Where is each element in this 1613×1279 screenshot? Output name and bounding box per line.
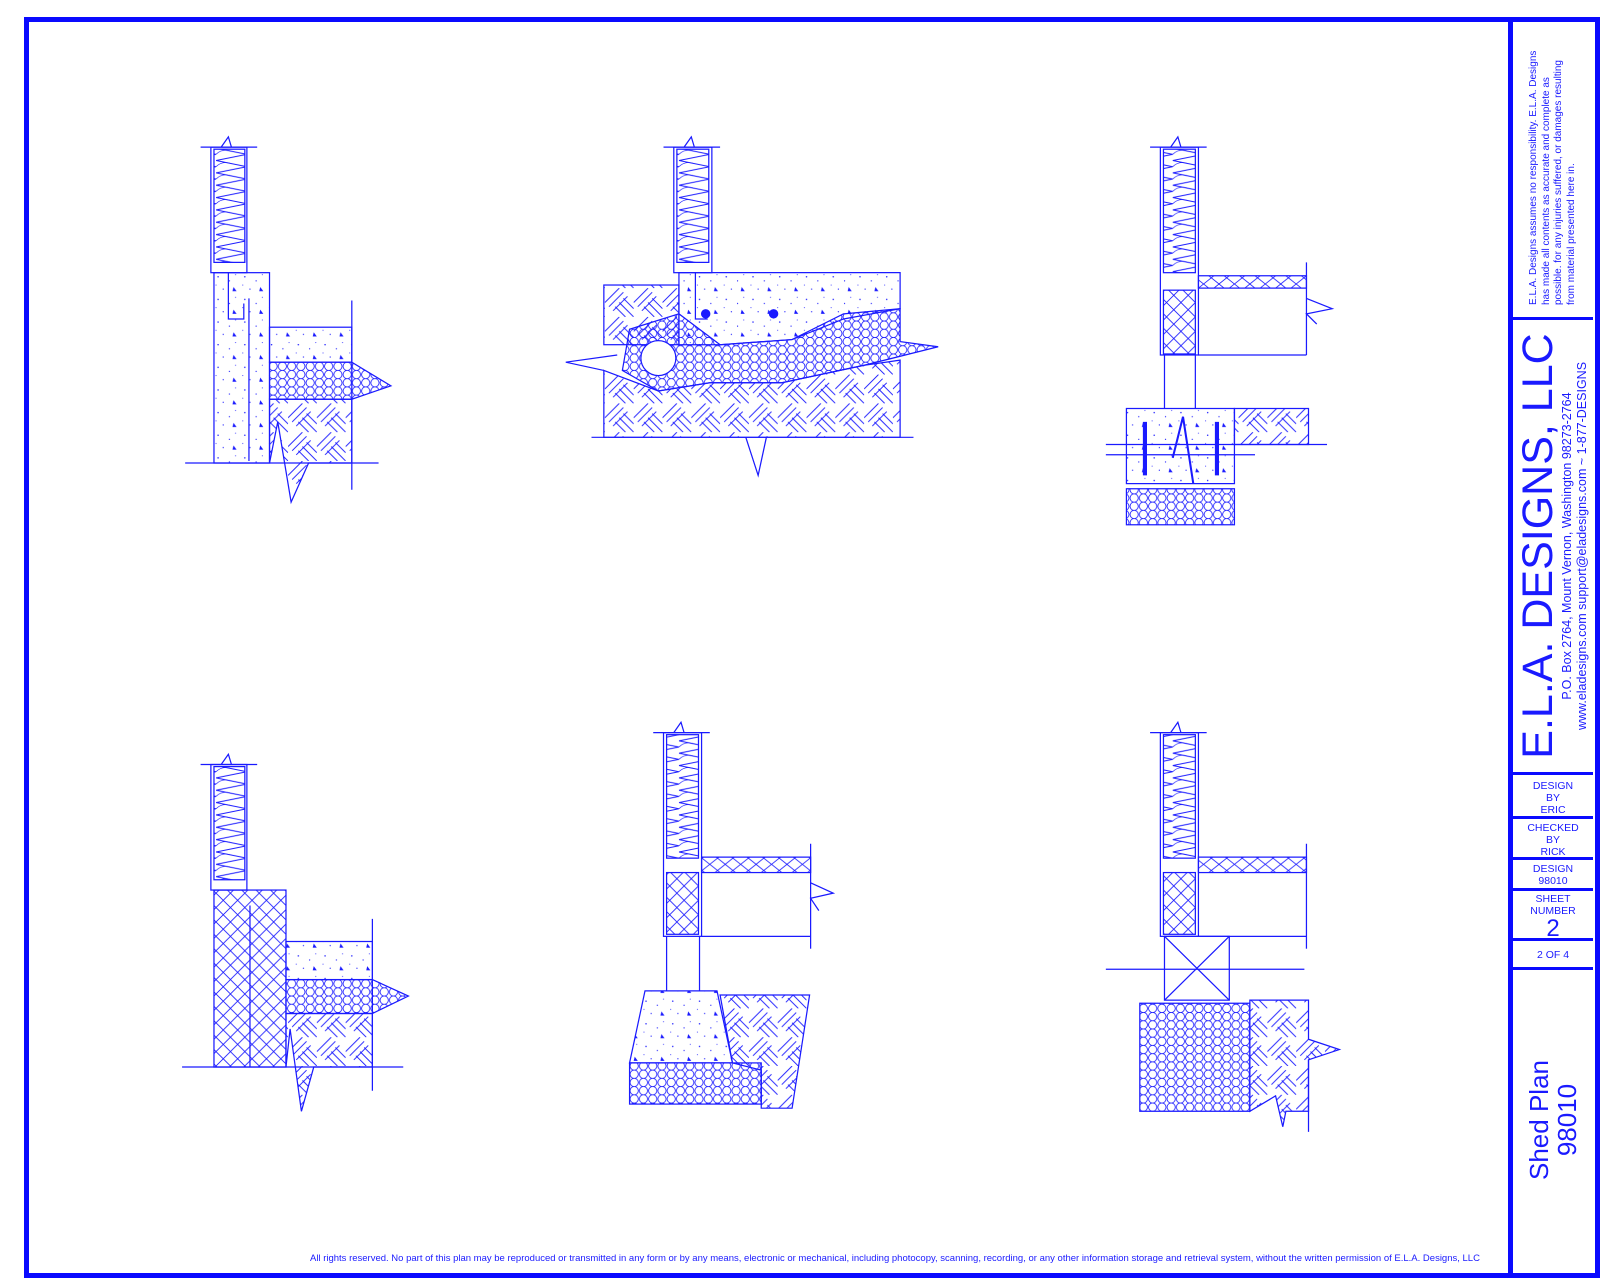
detail-post-footing [628,720,836,1109]
detail-beam-on-pier [1105,135,1335,526]
plan-number: 98010 [1552,1083,1582,1157]
checked-by-label: BY [1545,834,1560,846]
disclaimer-line: has made all contents as accurate and co… [1540,76,1552,305]
title-block-divider [1508,17,1513,1273]
detail-perimeter-drain [565,135,939,478]
design-by-label: DESIGN [1532,780,1574,792]
design-number-label: DESIGN [1532,863,1574,875]
sheet-number-label: NUMBER [1530,905,1576,917]
sheet-number-label: SHEET [1535,893,1571,905]
copyright-footer: All rights reserved. No part of this pla… [310,1253,1480,1264]
sheet-count-box: 2 OF 4 [1513,941,1593,970]
disclaimer-line: E.L.A. Designs assumes no responsibility… [1528,50,1539,305]
company-address: P.O. Box 2764, Mount Vernon, Washington … [1560,392,1574,700]
design-number-box: DESIGN 98010 [1513,860,1593,891]
company-contact: www.eladesigns.com support@eladesigns.co… [1575,361,1589,731]
plan-title: Shed Plan [1524,1060,1554,1180]
sheet-number: 2 [1546,915,1560,942]
detail-beam-on-gravel [1105,720,1342,1132]
checked-by-label: CHECKED [1527,822,1579,834]
company-box: E.L.A. DESIGNS, LLC P.O. Box 2764, Mount… [1513,320,1593,775]
sheet-number-box: SHEET NUMBER 2 [1513,891,1593,941]
design-number: 98010 [1538,875,1568,887]
design-by-box: DESIGN BY ERIC [1513,775,1593,819]
checked-by-box: CHECKED BY RICK [1513,819,1593,860]
detail-slab-edge [185,135,393,505]
design-by-label: BY [1545,792,1560,804]
company-name: E.L.A. DESIGNS, LLC [1514,333,1562,759]
detail-block-foundation [182,752,410,1112]
disclaimer-box: E.L.A. Designs assumes no responsibility… [1513,22,1593,320]
checker-name: RICK [1540,846,1566,858]
sheet-count: 2 OF 4 [1536,949,1570,961]
disclaimer-line: possible. for any injuries suffered, or … [1553,59,1564,305]
disclaimer-line: from material presented here in. [1565,162,1577,305]
plan-title-box: Shed Plan 98010 [1513,970,1593,1270]
sheet-border [24,17,1600,1278]
designer-name: ERIC [1540,804,1566,816]
